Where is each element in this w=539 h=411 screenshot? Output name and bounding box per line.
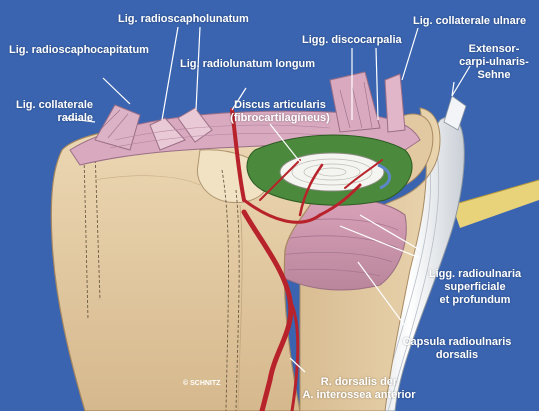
label-lig-collaterale-radiale-line1: Lig. collaterale <box>15 99 93 111</box>
label-discus-articularis: Discus articularis (fibrocartilagíneus) <box>218 99 342 125</box>
label-radioulnaria-line2: superficiale <box>444 281 506 293</box>
label-lig-radiolunatum-longum: Lig. radiolunatum longum <box>180 58 316 70</box>
label-lig-collaterale-radiale: Lig. collaterale radiale <box>3 99 93 125</box>
label-radioulnaria-line3: et profundum <box>439 294 511 306</box>
label-lig-radioscapholunatum: Lig. radioscapholunatum <box>118 13 249 25</box>
label-ligg-radioulnaria: Ligg. radioulnaria superficiale et profu… <box>420 268 530 307</box>
label-discus-line2: (fibrocartilagíneus) <box>230 112 330 124</box>
label-capsula-line2: dorsalis <box>435 349 479 361</box>
yellow-tendon <box>451 179 539 228</box>
label-lig-radioscaphocapitatum: Lig. radioscaphocapitatum <box>9 44 149 56</box>
label-extensor-tendon: Extensor- carpi-ulnaris- Sehne <box>452 43 536 82</box>
label-ligg-discocarpalia: Ligg. discocarpalia <box>302 34 402 46</box>
label-dorsalis-line1: R. dorsalis der <box>320 376 398 388</box>
leader-lines <box>62 26 455 373</box>
label-extensor-line3: Sehne <box>477 69 511 81</box>
artist-credit: © SCHNITZ <box>183 380 221 387</box>
carpal-ligaments <box>69 71 421 166</box>
label-extensor-line1: Extensor- <box>468 43 520 55</box>
label-capsula-radioulnaris: Capsula radioulnaris dorsalis <box>394 336 520 362</box>
label-r-dorsalis: R. dorsalis der A. interossea anterior <box>294 376 424 402</box>
label-radioulnaria-line1: Ligg. radioulnaria <box>428 268 522 280</box>
label-extensor-line2: carpi-ulnaris- <box>459 56 529 68</box>
label-lig-collaterale-ulnare: Lig. collaterale ulnare <box>413 15 527 27</box>
label-discus-line1: Discus articularis <box>234 99 326 111</box>
artery-network <box>230 108 383 411</box>
discus-region <box>246 134 413 206</box>
label-dorsalis-line2: A. interossea anterior <box>302 389 416 401</box>
label-capsula-line1: Capsula radioulnaris <box>402 336 512 348</box>
label-lig-collaterale-radiale-line2: radiale <box>57 112 93 124</box>
